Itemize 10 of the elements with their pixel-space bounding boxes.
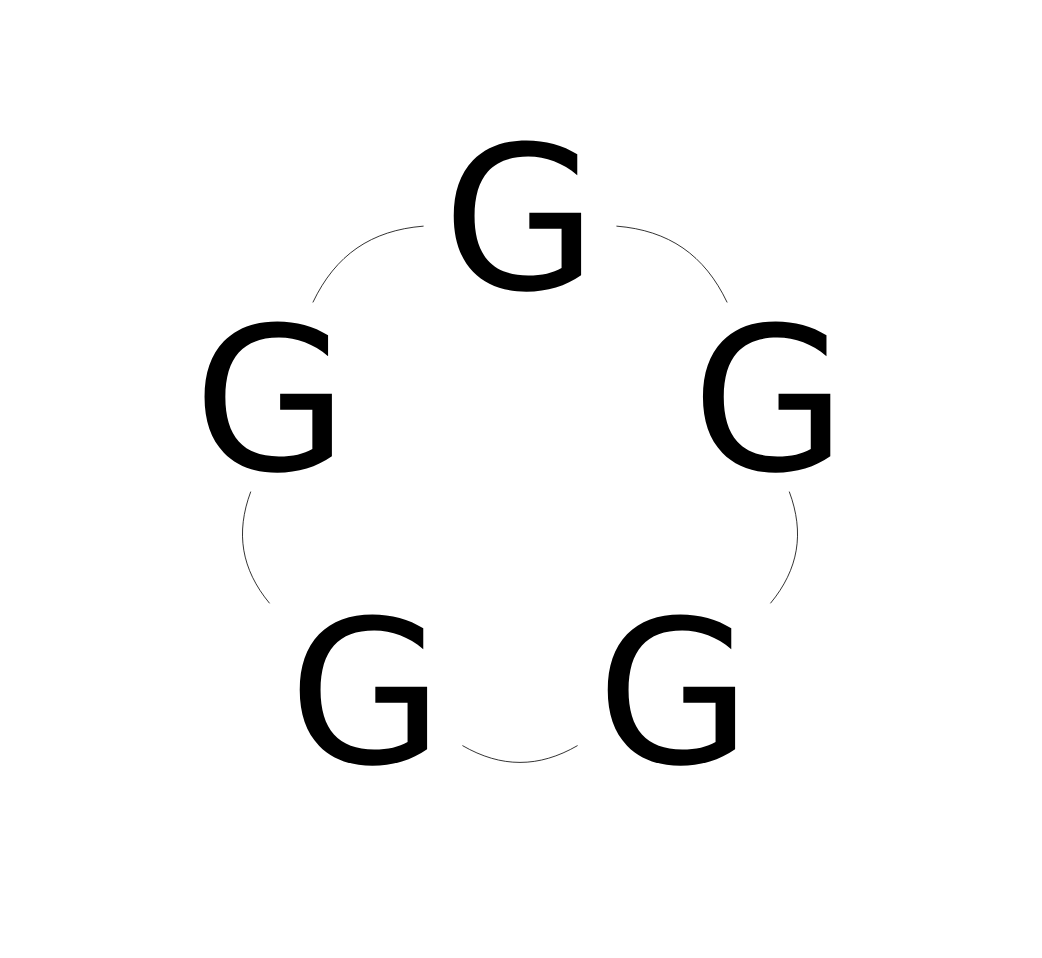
- arc-line: [616, 225, 728, 303]
- letter-label: G: [204, 321, 332, 473]
- letter-label: G: [607, 614, 736, 766]
- letter-label: G: [299, 614, 428, 766]
- arc-line: [312, 225, 424, 303]
- arc-line: [462, 745, 578, 763]
- letter-label: G: [453, 140, 582, 292]
- letter-label: G: [702, 321, 831, 473]
- arc-line: [242, 491, 270, 604]
- arc-line: [770, 491, 798, 604]
